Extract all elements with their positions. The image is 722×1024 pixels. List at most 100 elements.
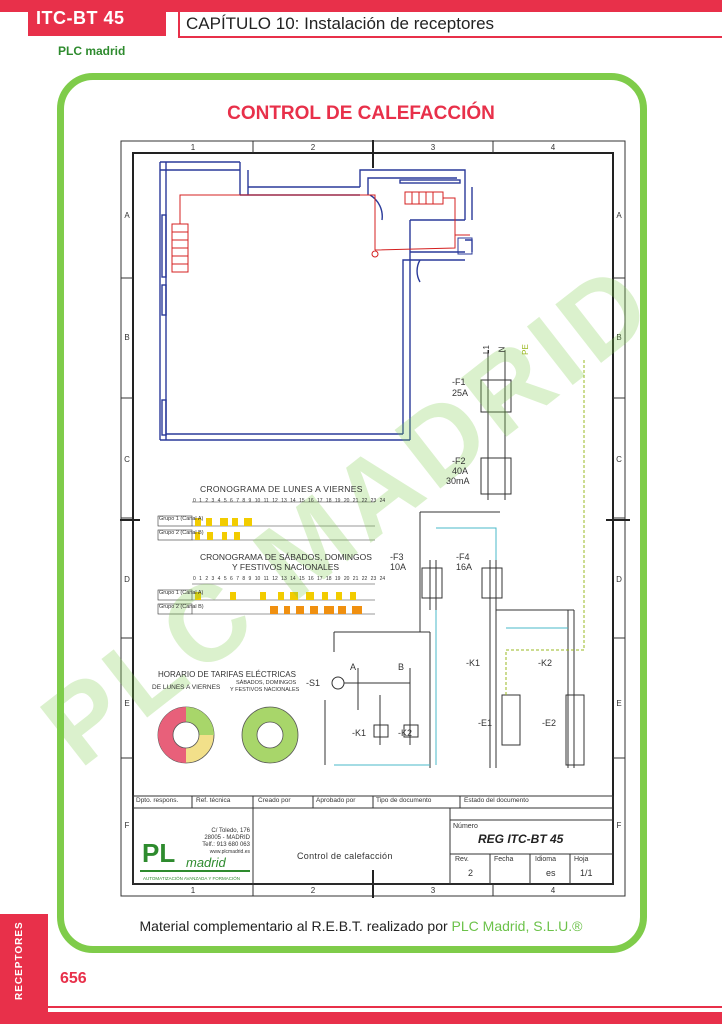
label-b: B — [398, 662, 405, 672]
label-f1-rating: 25A — [452, 388, 469, 398]
tb-rev-label: Rev. — [455, 856, 469, 863]
label-f4-rating: 16A — [456, 562, 473, 572]
watermark-layer: PLC MADRID — [40, 238, 676, 788]
power-schematic — [333, 350, 585, 768]
tb-sheet: 1/1 — [580, 868, 593, 878]
chapter-title: CAPÍTULO 10: Instalación de receptores — [186, 14, 495, 33]
weekday-hours: 0 1 2 3 4 5 6 7 8 9 10 11 12 13 14 15 16… — [193, 498, 386, 504]
tb-web: www.plcmadrid.es — [209, 849, 250, 855]
tb-header-ref: Ref. técnica — [196, 797, 231, 804]
label-f1: -F1 — [452, 377, 466, 387]
label-s1: -S1 — [306, 678, 321, 688]
tariff-dial-weekend — [241, 706, 299, 764]
row-label-d-right: D — [616, 575, 622, 584]
floor-plan — [159, 161, 473, 441]
content-frame — [57, 73, 647, 953]
tariff-weekday-label: DE LUNES A VIERNES — [152, 684, 221, 691]
row-label-f-right: F — [617, 821, 622, 830]
header-underline — [178, 36, 722, 38]
row-label-c-right: C — [616, 455, 622, 464]
footer-brand: PLC Madrid, S.L.U.® — [451, 918, 583, 934]
watermark-text: PLC MADRID — [40, 238, 676, 788]
bottom-bar — [48, 1012, 722, 1024]
col-label-3-bottom: 3 — [431, 886, 436, 895]
row-label-f-left: F — [125, 821, 130, 830]
tb-date-label: Fecha — [494, 856, 514, 863]
tb-header-doctype: Tipo de documento — [376, 797, 432, 804]
label-f2-rating1: 40A — [452, 466, 469, 476]
tb-header-status: Estado del documento — [464, 797, 529, 804]
side-tab-label: RECEPTORES — [14, 921, 25, 1000]
tb-header-approved: Aprobado por — [316, 797, 356, 804]
weekday-group2-channel: (Canal B) — [180, 530, 204, 536]
label-pe: PE — [520, 344, 530, 355]
footer-credit-text: Material complementario al R.E.B.T. real… — [139, 918, 452, 934]
col-label-3-top: 3 — [431, 143, 436, 152]
side-tab — [0, 914, 48, 1024]
tb-header-dept: Dpto. respons. — [136, 797, 179, 804]
row-label-a-right: A — [616, 211, 622, 220]
row-label-e-left: E — [124, 699, 129, 708]
pe-wire — [505, 360, 585, 695]
label-k1: -K1 — [466, 658, 481, 668]
label-k2: -K2 — [538, 658, 553, 668]
tb-address1: C/ Toledo, 176 — [211, 828, 250, 834]
col-label-1-top: 1 — [191, 143, 196, 152]
label-n: N — [497, 346, 507, 353]
title-block-logo: PL — [140, 838, 250, 872]
sheet-title: CONTROL DE CALEFACCIÓN — [227, 103, 495, 124]
tb-address2: 28005 - MADRID — [204, 835, 250, 841]
label-f2: -F2 — [452, 456, 466, 466]
weekend-group1-name: Grupo 1 — [159, 590, 179, 596]
top-bar — [0, 0, 722, 12]
weekend-chart-title1: CRONOGRAMA DE SÁBADOS, DOMINGOS — [200, 552, 372, 562]
tb-language: es — [546, 868, 556, 878]
label-l1: L1 — [481, 345, 491, 354]
col-label-2-bottom: 2 — [311, 886, 316, 895]
label-f3-rating: 10A — [390, 562, 407, 572]
weekend-group2-channel: (Canal B) — [180, 604, 204, 610]
tariff-weekend-label2: Y FESTIVOS NACIONALES — [230, 687, 300, 693]
label-a: A — [350, 662, 357, 672]
tb-description: Control de calefacción — [297, 851, 393, 861]
col-label-2-top: 2 — [311, 143, 316, 152]
row-label-b-left: B — [124, 333, 129, 342]
label-k2-coil: -K2 — [398, 728, 413, 738]
control-circuit — [324, 668, 419, 765]
tb-number: REG ITC-BT 45 — [478, 832, 564, 846]
row-label-a-left: A — [124, 211, 130, 220]
plan-heaters — [171, 191, 470, 273]
label-f4: -F4 — [456, 552, 470, 562]
tb-header-created: Creado por — [258, 797, 291, 804]
weekday-group2-name: Grupo 2 — [159, 530, 179, 536]
col-label-1-bottom: 1 — [191, 886, 196, 895]
tariff-title: HORARIO DE TARIFAS ELÉCTRICAS — [158, 670, 296, 679]
drawing-sheet: 1 2 3 4 1 2 3 4 A B C D E F A B C D E F — [120, 140, 630, 898]
row-label-b-right: B — [616, 333, 621, 342]
weekend-group1-channel: (Canal A) — [180, 590, 204, 596]
weekend-group1-label: Grupo 1 (Canal A) — [159, 590, 203, 596]
tb-sheet-label: Hoja — [574, 856, 589, 863]
label-f2-rating2: 30mA — [446, 476, 470, 486]
tb-language-label: Idioma — [535, 856, 557, 863]
tariff-dial-weekday — [157, 706, 215, 764]
cyan-wires — [334, 527, 568, 766]
tb-phone: Telf.: 913 680 063 — [202, 842, 250, 848]
label-e2: -E2 — [542, 718, 557, 728]
weekend-group2-label: Grupo 2 (Canal B) — [159, 604, 204, 610]
header-logo: PLC madrid — [58, 44, 126, 58]
col-label-4-bottom: 4 — [551, 886, 556, 895]
label-e1: -E1 — [478, 718, 493, 728]
col-label-4-top: 4 — [551, 143, 556, 152]
weekday-chronogram — [157, 501, 375, 541]
header-divider — [178, 12, 180, 38]
logo-plc-glyph: PL — [142, 838, 175, 868]
title-block-grid — [132, 795, 614, 885]
weekday-group1-channel: (Canal A) — [180, 516, 204, 522]
tb-logo-sub: AUTOMATIZACIÓN AVANZADA Y FORMACIÓN — [143, 876, 241, 881]
weekend-chart-title2: Y FESTIVOS NACIONALES — [232, 562, 340, 572]
chapter-code-box — [28, 6, 166, 36]
weekend-chronogram — [157, 583, 375, 615]
weekday-group2-label: Grupo 2 (Canal B) — [159, 530, 204, 536]
weekday-group1-name: Grupo 1 — [159, 516, 179, 522]
